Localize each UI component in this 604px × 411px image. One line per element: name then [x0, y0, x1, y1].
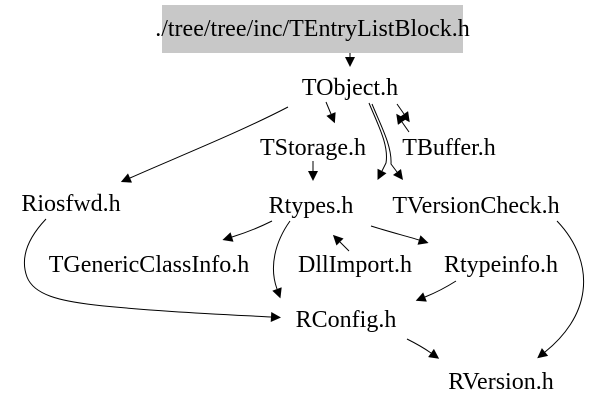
node-rconfig-h[interactable]: RConfig.h — [295, 307, 397, 333]
edge-dllimport-to-rtypes — [332, 234, 350, 252]
edge-tversioncheck-to-rversion — [537, 220, 585, 359]
edge-rtypeinfo-to-rconfig — [415, 280, 457, 302]
node-tversioncheck-h[interactable]: TVersionCheck.h — [392, 193, 560, 219]
node-riosfwd-h[interactable]: Riosfwd.h — [21, 191, 121, 217]
node-tstorage-h[interactable]: TStorage.h — [260, 135, 366, 161]
node-tbuffer-h[interactable]: TBuffer.h — [402, 135, 496, 161]
node-tobject-h[interactable]: TObject.h — [301, 75, 399, 101]
edge-rtypes-to-rtypeinfo — [370, 225, 429, 245]
edge-tobject-to-riosfwd — [120, 106, 289, 183]
edge-tobject-to-tstorage — [325, 101, 336, 124]
edge-rtypes-to-rconfig — [272, 220, 291, 299]
node-rtypes-h[interactable]: Rtypes.h — [268, 193, 354, 219]
edge-tbuffer-to-tobject — [396, 113, 410, 133]
node-rversion-h[interactable]: RVersion.h — [448, 369, 554, 395]
node-rtypeinfo-h[interactable]: Rtypeinfo.h — [444, 252, 558, 278]
edge-riosfwd-to-rconfig — [24, 218, 281, 322]
node-tentrylistblock-h: ./tree/tree/inc/TEntryListBlock.h — [155, 5, 470, 53]
edge-rconfig-to-rversion — [406, 338, 440, 359]
edge-rtypes-to-tgenericclassinfo — [222, 220, 273, 242]
node-dllimport-h[interactable]: DllImport.h — [298, 252, 412, 278]
edge-tobject-to-rtypes — [368, 102, 388, 180]
edge-tobject-to-tbuffer — [396, 103, 410, 123]
node-tgenericclassinfo-h[interactable]: TGenericClassInfo.h — [48, 252, 250, 278]
edge-tobject-to-tversioncheck — [371, 103, 403, 180]
